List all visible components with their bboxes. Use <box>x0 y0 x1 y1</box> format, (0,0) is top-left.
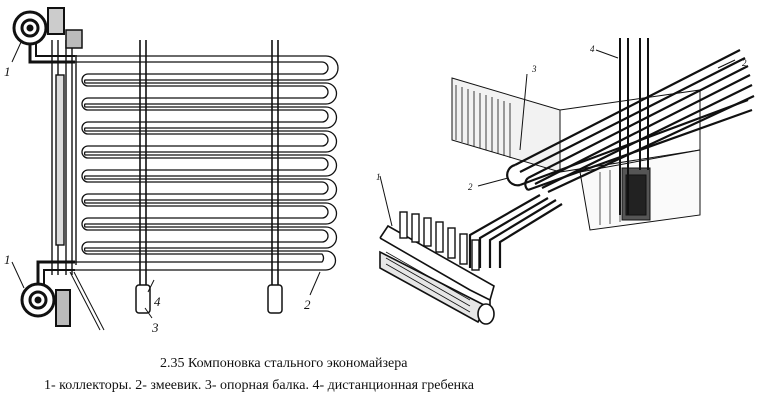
label-right-coil-a: 2 <box>468 182 473 192</box>
left-support-frame <box>51 40 77 275</box>
label-beam: 3 <box>151 320 159 335</box>
coil-bundle <box>75 55 339 271</box>
label-collector-top: 1 <box>4 64 11 79</box>
spacer-combs <box>135 40 283 314</box>
bottom-collector <box>20 260 105 331</box>
left-leader-lines <box>11 39 321 319</box>
label-coil: 2 <box>304 297 311 312</box>
right-collector <box>379 211 495 325</box>
label-right-collector: 1 <box>376 172 381 182</box>
right-coil-pipes <box>468 49 755 268</box>
caption-legend: 1- коллекторы. 2- змеевик. 3- опорная ба… <box>44 378 474 393</box>
right-view-drawing <box>379 38 755 325</box>
label-right-coil-b: 2 <box>742 58 747 68</box>
label-right-comb: 4 <box>590 44 595 54</box>
left-view-drawing <box>11 7 339 331</box>
label-right-beam: 3 <box>531 64 537 74</box>
label-comb: 4 <box>154 294 161 309</box>
caption-title: 2.35 Компоновка стального экономайзера <box>160 356 408 371</box>
right-leader-lines <box>379 49 736 227</box>
economizer-figure: 1 1 2 4 3 <box>4 7 755 335</box>
label-collector-bottom: 1 <box>4 252 11 267</box>
top-collector <box>12 7 83 64</box>
